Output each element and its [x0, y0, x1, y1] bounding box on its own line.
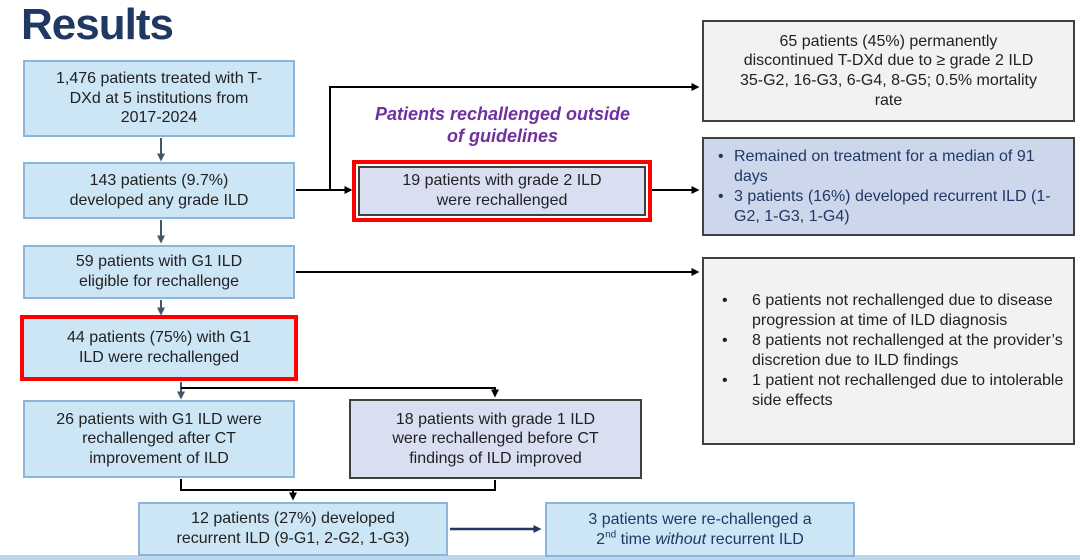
box-developed-ild: 143 patients (9.7%) developed any grade …	[23, 162, 295, 219]
box-eligible-rechallenge: 59 patients with G1 ILD eligible for rec…	[23, 245, 295, 299]
box-second-rechallenge-text: 3 patients were re-challenged a 2nd time…	[588, 510, 811, 549]
panel-not-rechallenged-reasons: 6 patients not rechallenged due to disea…	[702, 257, 1075, 445]
box-rechallenged-g2-highlighted: 19 patients with grade 2 ILD were rechal…	[352, 160, 652, 222]
second-rechallenge-line1: 3 patients were re-challenged a	[588, 510, 812, 528]
second-rechallenge-mid: time	[616, 530, 656, 548]
bullet-item: 1 patient not rechallenged due to intole…	[720, 371, 1065, 411]
g2-outcomes-bullet-list: Remained on treatment for a median of 91…	[710, 147, 1067, 227]
panel-g2-outcomes: Remained on treatment for a median of 91…	[702, 137, 1075, 236]
box-rechallenged-after-ct: 26 patients with G1 ILD were rechallenge…	[23, 400, 295, 478]
connector-after-ct-down	[180, 479, 293, 491]
slide-bottom-border	[0, 555, 1080, 560]
bullet-item: 8 patients not rechallenged at the provi…	[720, 331, 1065, 371]
second-rechallenge-ordinal: 2	[596, 530, 606, 548]
second-rechallenge-ordinal-suffix: nd	[605, 529, 617, 541]
box-rechallenged-g1-highlighted: 44 patients (75%) with G1 ILD were recha…	[20, 315, 298, 381]
not-rechallenged-bullet-list: 6 patients not rechallenged due to disea…	[712, 291, 1065, 411]
box-discontinued: 65 patients (45%) permanently discontinu…	[702, 20, 1075, 122]
box-recurrent-ild: 12 patients (27%) developed recurrent IL…	[138, 502, 448, 556]
label-outside-guidelines: Patients rechallenged outside of guideli…	[374, 104, 631, 146]
box-treated-patients: 1,476 patients treated with T- DXd at 5 …	[23, 60, 295, 137]
second-rechallenge-emphasis: without	[655, 530, 707, 548]
box-rechallenged-g1-text: 44 patients (75%) with G1 ILD were recha…	[66, 329, 252, 366]
box-rechallenged-g2-text: 19 patients with grade 2 ILD were rechal…	[358, 166, 646, 216]
bullet-item: 3 patients (16%) developed recurrent ILD…	[718, 187, 1067, 227]
bullet-item: 6 patients not rechallenged due to disea…	[720, 291, 1065, 331]
connector-rechallenged-g1-to-before-ct	[181, 387, 499, 398]
connector-developed-to-discontinued	[296, 83, 700, 191]
box-second-rechallenge: 3 patients were re-challenged a 2nd time…	[545, 502, 855, 557]
connector-before-ct-down	[293, 480, 496, 491]
second-rechallenge-end: recurrent ILD	[706, 530, 804, 548]
bullet-item: Remained on treatment for a median of 91…	[718, 147, 1067, 187]
slide-title: Results	[21, 0, 174, 49]
box-rechallenged-before-ct: 18 patients with grade 1 ILD were rechal…	[349, 399, 642, 479]
